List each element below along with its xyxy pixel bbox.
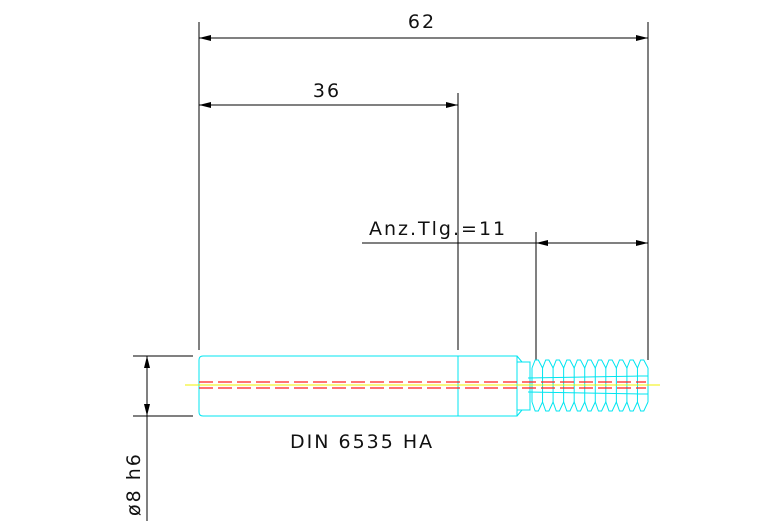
tool-outline — [198, 355, 649, 417]
shank-length-label: 36 — [313, 80, 341, 102]
thread-count-label: Anz.Tlg.=11 — [369, 218, 507, 240]
dimension-thread-count: Anz.Tlg.=11 — [362, 218, 648, 360]
dimension-diameter: ø8 h6 — [123, 355, 193, 521]
dimension-overall-length: 62 — [198, 11, 649, 360]
diameter-label: ø8 h6 — [123, 452, 145, 516]
part-label: DIN 6535 HA — [290, 431, 434, 453]
overall-length-label: 62 — [408, 11, 436, 33]
thread-crest — [531, 400, 649, 412]
dimension-shank-length: 36 — [199, 80, 459, 350]
thread-crest — [531, 359, 649, 370]
